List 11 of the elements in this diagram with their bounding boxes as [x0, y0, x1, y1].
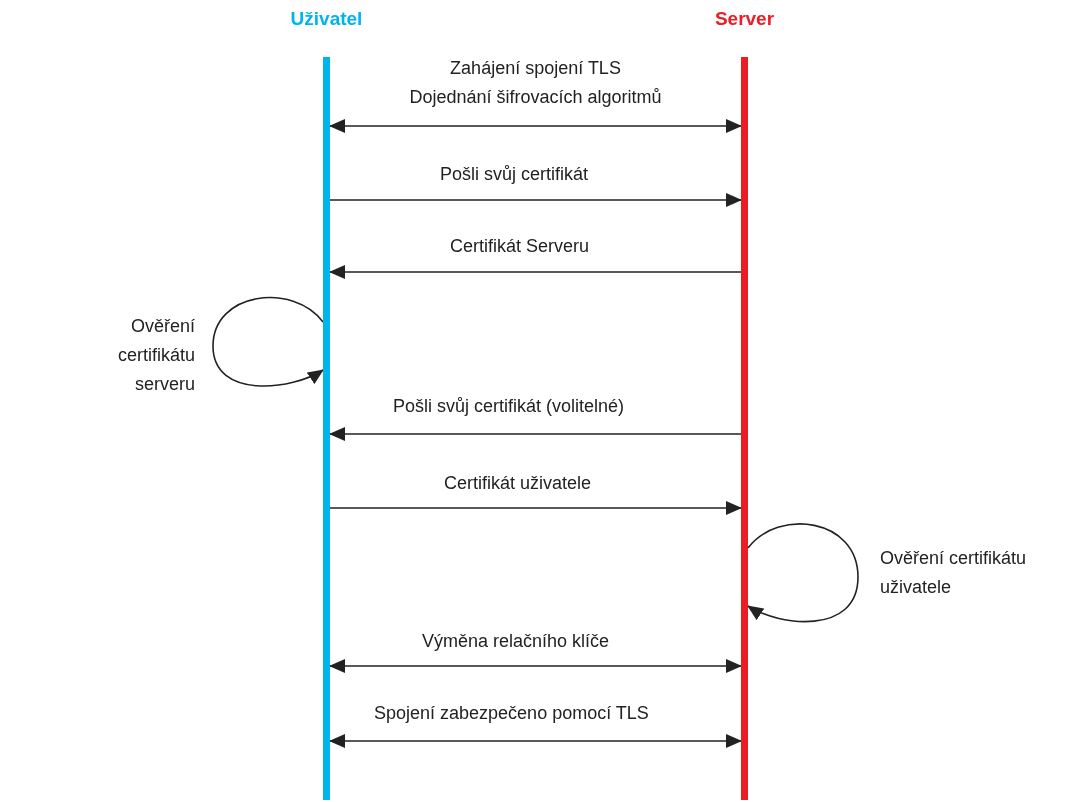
self-loop-arrow [747, 523, 859, 623]
message-arrow [329, 193, 742, 207]
message-arrow [329, 659, 742, 673]
lifeline-header: Uživatel [290, 8, 363, 30]
lifeline-header: Server [714, 8, 775, 30]
message-arrow [329, 427, 742, 441]
message-arrow [329, 501, 742, 515]
message-arrow [329, 734, 742, 748]
self-loop-arrow [212, 296, 324, 387]
message-arrow [329, 119, 742, 133]
message-arrow [329, 265, 742, 279]
